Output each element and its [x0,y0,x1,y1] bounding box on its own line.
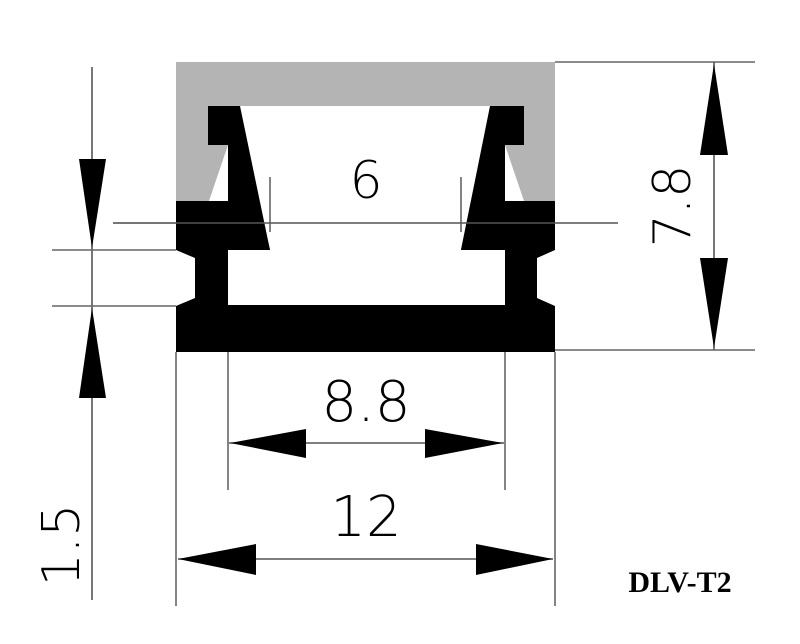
diffuser-body [176,62,555,201]
dimension-label-inner-width: 8.8 [321,370,410,435]
arrow-left-icon [230,429,306,458]
dimension-label-outer-width: 12 [330,485,401,550]
arrow-down-icon [79,159,106,248]
right-wall [505,201,555,250]
aluminium-profile [176,106,555,352]
dimension-total-height: 7.8 [555,61,755,351]
arrow-right-icon [476,544,553,575]
dimension-notch-height: 1.5 [32,67,176,600]
left-wall [176,201,228,250]
diffuser-cover [176,62,555,201]
dimension-label-opening: 6 [349,151,382,211]
arrow-down-icon [700,258,728,348]
left-clip-base [228,201,270,250]
right-clip-base [461,201,505,250]
model-label: DLV-T2 [628,566,731,599]
arrow-up-icon [79,308,106,398]
dimension-label-height: 7.8 [643,165,703,248]
arrow-up-icon [700,64,728,155]
dimension-label-notch: 1.5 [32,504,92,587]
dimension-opening-width: 6 [113,151,618,232]
channel-body [176,201,555,352]
dimension-outer-width: 12 [175,352,556,606]
arrow-left-icon [178,544,256,575]
arrow-right-icon [425,429,503,458]
dimension-inner-width: 8.8 [227,352,506,490]
